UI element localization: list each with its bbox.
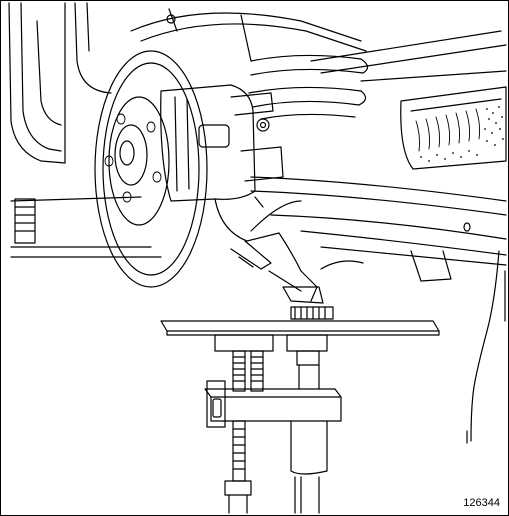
coil-spring — [248, 54, 369, 120]
bolt-left — [14, 198, 36, 244]
support-pad — [290, 306, 334, 320]
chassis-lines — [130, 8, 507, 82]
jack-clamps — [214, 334, 328, 366]
axle-beam — [10, 176, 507, 282]
jack-crossbar — [204, 380, 342, 428]
jack-lower-rod — [224, 480, 252, 514]
hanging-cable — [466, 250, 506, 444]
jack-plate — [160, 320, 440, 336]
brake-bracket — [214, 198, 364, 304]
jack-screws — [232, 350, 264, 482]
wheel-arch — [8, 2, 112, 164]
jack-column — [290, 364, 328, 514]
brake-disc — [94, 50, 208, 288]
brake-caliper — [160, 84, 284, 208]
fuel-tank — [400, 86, 507, 170]
figure-reference-number: 126344 — [461, 497, 502, 509]
